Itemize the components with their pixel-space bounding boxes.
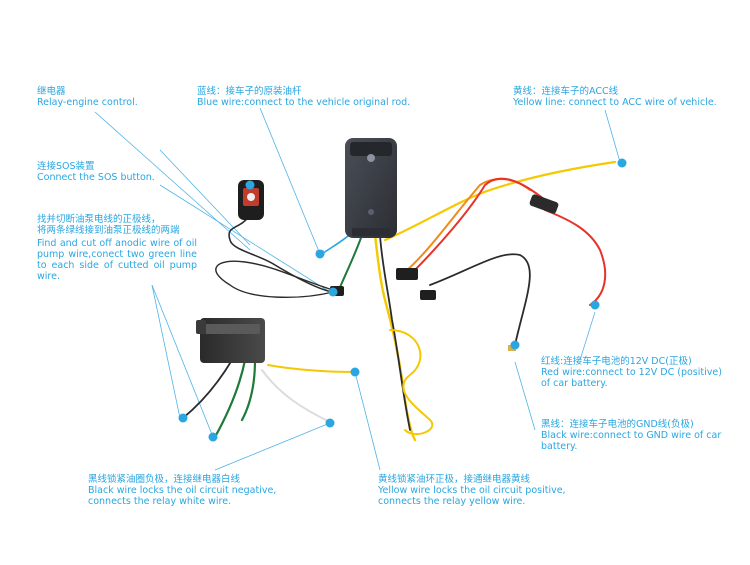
label-oil-pump-en: Find and cut off anodic wire of oil pump… — [37, 238, 197, 282]
label-yellow-oil-en: Yellow wire locks the oil circuit positi… — [378, 485, 566, 507]
label-blue-wire-en: Blue wire:connect to the vehicle origina… — [197, 97, 411, 108]
label-black-oil-en: Black wire locks the oil circuit negativ… — [88, 485, 277, 507]
label-relay: 继电器 Relay-engine control. — [37, 86, 138, 108]
dot-red — [590, 300, 600, 310]
leader-sos — [159, 184, 331, 293]
leader-acc — [604, 109, 621, 163]
dot-relay-green-2 — [208, 432, 218, 442]
label-black-en: Black wire:connect to GND wire of car ba… — [541, 430, 722, 452]
harness-yellow-coil — [389, 329, 434, 436]
relay-yellow-wire — [267, 364, 356, 373]
dot-white — [325, 418, 335, 428]
label-acc: 黄线：连接车子的ACC线 Yellow line: connect to ACC… — [513, 86, 717, 108]
dot-sos — [245, 180, 255, 190]
dot-black — [510, 340, 520, 350]
label-sos-zh: 连接SOS装置 — [37, 161, 95, 172]
green-wire-1 — [337, 234, 363, 293]
sos-button — [238, 180, 264, 220]
acc-yellow-wire — [383, 160, 617, 242]
label-black-zh: 黑线：连接车子电池的GND线(负极) — [541, 419, 694, 430]
relay-green-wire-2 — [240, 358, 257, 422]
dot-acc — [617, 158, 627, 168]
connectors — [316, 250, 516, 351]
fuse-holder — [529, 194, 559, 214]
orange-wire-2 — [409, 177, 546, 276]
leader-red — [579, 311, 596, 361]
leader-pump-1 — [151, 284, 181, 419]
label-yellow-oil-zh: 黄线锁紧油环正极，接通继电器黄线 — [378, 474, 531, 485]
label-acc-zh: 黄线：连接车子的ACC线 — [513, 86, 619, 97]
leader-pump-2 — [151, 284, 214, 438]
black-wire-right — [429, 253, 531, 346]
leader-blue — [259, 107, 321, 255]
gps-tracker-device — [345, 138, 397, 238]
label-black-oil-zh: 黑线锁紧油圈负极，连接继电器白线 — [88, 474, 241, 485]
harness-black — [379, 234, 411, 431]
label-red-zh: 红线:连接车子电池的12V DC(正极) — [541, 356, 692, 367]
sos-black-wire — [228, 214, 334, 293]
label-black-oil: 黑线锁紧油圈负极，连接继电器白线 Black wire locks the oi… — [88, 474, 288, 507]
dot-blue-wire — [315, 249, 325, 259]
dot-yellow-relay — [350, 367, 360, 377]
dot-relay-green-1 — [178, 413, 188, 423]
relay-white-wire — [261, 369, 331, 423]
label-blue-wire: 蓝线：接车子的原装油杆 Blue wire:connect to the veh… — [197, 86, 410, 108]
label-oil-pump: 找并切断油泵电线的正极线， 将两条绿线接到油泵正极线的两端 Find and c… — [37, 214, 197, 282]
label-red: 红线:连接车子电池的12V DC(正极) Red wire:connect to… — [541, 356, 726, 389]
leader-lines — [94, 107, 621, 471]
relay-green-wire — [213, 358, 247, 439]
label-oil-pump-zh1: 找并切断油泵电线的正极线， — [37, 214, 161, 225]
leader-black — [514, 361, 536, 431]
label-black: 黑线：连接车子电池的GND线(负极) Black wire:connect to… — [541, 419, 731, 452]
label-relay-en: Relay-engine control. — [37, 97, 138, 108]
device-indicator — [368, 209, 374, 215]
leader-relay-2 — [159, 149, 251, 246]
leader-black-oil — [214, 422, 331, 471]
yellow-connector-2 — [420, 290, 436, 300]
dot-pump — [328, 287, 338, 297]
leader-dots — [178, 158, 627, 442]
orange-wire-1 — [404, 178, 531, 273]
label-blue-wire-zh: 蓝线：接车子的原装油杆 — [197, 86, 302, 97]
yellow-connector — [396, 268, 418, 280]
leader-yellow-oil — [354, 371, 381, 471]
label-acc-en: Yellow line: connect to ACC wire of vehi… — [513, 97, 717, 108]
label-sos-en: Connect the SOS button. — [37, 172, 155, 183]
label-sos: 连接SOS装置 Connect the SOS button. — [37, 161, 155, 183]
label-red-en: Red wire:connect to 12V DC (positive) of… — [541, 367, 722, 389]
leader-relay — [94, 111, 251, 251]
relay-black-wire — [182, 359, 233, 419]
label-relay-zh: 继电器 — [37, 86, 66, 97]
label-yellow-oil: 黄线锁紧油环正极，接通继电器黄线 Yellow wire locks the o… — [378, 474, 583, 507]
label-oil-pump-zh2: 将两条绿线接到油泵正极线的两端 — [37, 225, 180, 236]
sos-black-wire-coil — [215, 260, 334, 298]
device-logo — [367, 154, 375, 162]
red-wire — [544, 209, 607, 306]
relay — [196, 318, 265, 363]
